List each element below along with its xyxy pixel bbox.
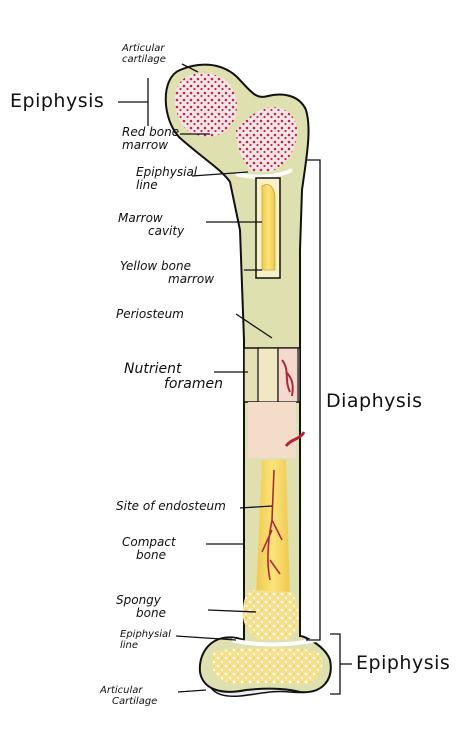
label-epiphysis-bottom: Epiphysis bbox=[356, 652, 451, 674]
label-periosteum: Periosteum bbox=[116, 307, 184, 321]
label-yellow-bone-marrow: Yellow bone marrow bbox=[120, 259, 215, 286]
endosteum-vessels bbox=[261, 469, 283, 581]
label-red-bone-marrow: Red bone marrow bbox=[122, 125, 180, 152]
label-articular-cartilage-top: Articular cartilage bbox=[122, 43, 166, 65]
label-epiphysis-top: Epiphysis bbox=[10, 90, 105, 112]
label-marrow-cavity: Marrow cavity bbox=[118, 211, 185, 238]
label-site-of-endosteum: Site of endosteum bbox=[116, 499, 226, 513]
distal-spongy-bone bbox=[211, 647, 322, 685]
label-epiphysial-line-top: Epiphysial line bbox=[136, 165, 198, 192]
pointer-lines bbox=[118, 63, 352, 695]
epiphysial-line-top bbox=[235, 168, 293, 179]
lower-marrow-cavity bbox=[256, 460, 290, 600]
label-nutrient-foramen: Nutrient foramen bbox=[124, 361, 223, 392]
label-epiphysial-line-bottom: Epiphysial line bbox=[120, 629, 171, 651]
label-articular-cartilage-bottom: Articular Cartilage bbox=[100, 685, 158, 707]
nutrient-vessel-window bbox=[281, 359, 294, 397]
epiphysial-line-bottom bbox=[231, 638, 317, 647]
label-compact-bone: Compact bone bbox=[122, 535, 176, 562]
yellow-bone-marrow bbox=[261, 184, 276, 271]
spongy-bone bbox=[242, 590, 299, 640]
red-bone-marrow-neck bbox=[236, 107, 298, 172]
red-bone-marrow-head bbox=[175, 72, 237, 137]
nutrient-foramen-vessel bbox=[284, 431, 306, 447]
label-spongy-bone: Spongy bone bbox=[116, 593, 166, 620]
label-diaphysis: Diaphysis bbox=[326, 390, 423, 412]
